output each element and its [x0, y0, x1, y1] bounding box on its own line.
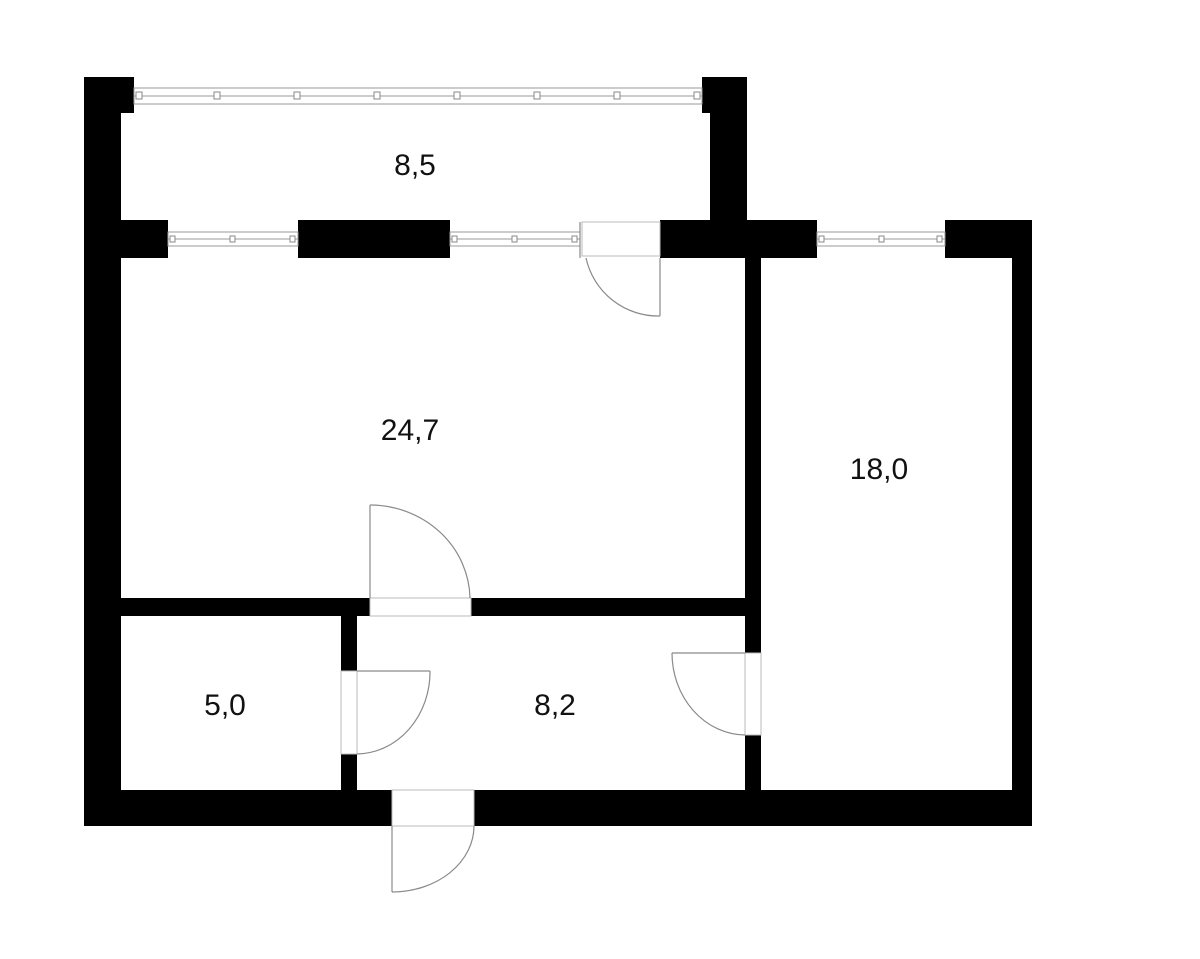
windows [133, 87, 946, 247]
window-balcony [133, 87, 703, 105]
window-bedroom [816, 231, 946, 247]
wall-partition-living-bath [84, 598, 370, 616]
room-labels: 8,5 24,7 18,0 5,0 8,2 [204, 149, 908, 722]
wall-outer-left [84, 220, 121, 826]
area-label-bedroom: 18,0 [850, 453, 908, 486]
wall-partition-bath-hall-upper [341, 598, 357, 671]
area-label-balcony: 8,5 [394, 149, 436, 182]
wall-partition-living-bedroom [745, 240, 761, 653]
wall-partition-living-hall [471, 598, 761, 616]
door-living [369, 504, 472, 617]
door-balcony [579, 221, 661, 317]
wall-outer-bottom-left [84, 790, 392, 826]
window-living-left [167, 231, 299, 247]
wall-outer-right [1012, 220, 1032, 826]
area-label-hall: 8,2 [534, 689, 576, 722]
wall-living-top-right [660, 220, 760, 258]
door-entrance [391, 789, 475, 893]
wall-balcony-top-left-pier [84, 77, 134, 113]
doors [340, 221, 762, 893]
window-living-right [449, 231, 581, 247]
wall-outer-bottom-right [474, 790, 1032, 826]
door-bathroom [340, 670, 431, 755]
area-label-bathroom: 5,0 [204, 689, 246, 722]
wall-living-top-middle [298, 220, 450, 258]
walls [84, 77, 1032, 826]
area-label-living-room: 24,7 [381, 414, 439, 447]
door-bedroom [671, 652, 762, 736]
